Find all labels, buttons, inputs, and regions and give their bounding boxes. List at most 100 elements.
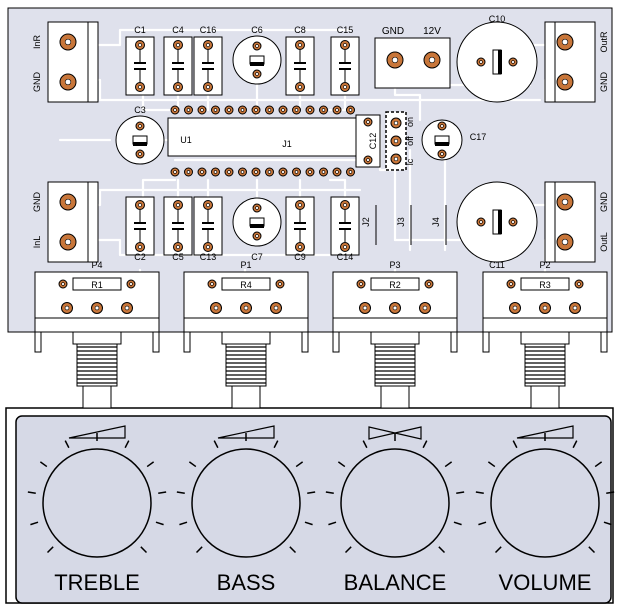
knob-tick <box>362 440 368 449</box>
pad-hole <box>561 238 569 246</box>
connector-pin-label: InL <box>32 236 42 249</box>
pot-thread <box>76 343 118 387</box>
pot-leg <box>332 331 340 353</box>
switch-label: off <box>405 136 415 146</box>
capacitor-label: C5 <box>172 252 184 262</box>
pot-leg <box>183 331 191 353</box>
pad-hole <box>366 120 370 124</box>
bowtie-icon <box>368 426 422 440</box>
knob-tick <box>337 461 346 468</box>
pot-leg <box>34 331 42 353</box>
pad-hole <box>428 56 436 64</box>
pot-bushing <box>370 331 420 345</box>
knob-tick <box>27 491 36 495</box>
knob-tick <box>438 546 446 554</box>
pad-hole <box>298 245 302 249</box>
knob-tick <box>273 440 279 449</box>
knob-tick <box>124 440 130 449</box>
cap-negative-band <box>435 142 449 146</box>
pad-hole <box>138 203 142 207</box>
pad-hole <box>213 305 219 311</box>
knob-tick <box>325 491 334 495</box>
capacitor-label: C2 <box>134 252 146 262</box>
pad-hole <box>440 152 444 156</box>
resistor-body <box>370 277 420 291</box>
cap-negative-band <box>250 224 264 228</box>
pot-shaft <box>530 385 560 409</box>
pad-hole <box>186 108 191 112</box>
cap-negative-band <box>498 50 502 74</box>
pot-shaft <box>380 385 410 409</box>
cap-negative-band <box>133 142 147 146</box>
pot-thread <box>374 343 416 387</box>
pad-hole <box>138 85 142 89</box>
knob-tick <box>478 521 487 526</box>
pot-thread <box>524 343 566 387</box>
pad-hole <box>138 43 142 47</box>
pad-hole <box>298 85 302 89</box>
pot-leg <box>152 331 160 353</box>
knob-tick <box>304 521 313 526</box>
pad-hole <box>176 245 180 249</box>
connector-pin-label: OutL <box>599 232 609 252</box>
knob-label: TREBLE <box>54 570 140 595</box>
pad-hole <box>173 170 177 174</box>
ramp-icon <box>68 425 126 439</box>
pad-hole <box>254 108 258 112</box>
pot-shafts <box>72 331 570 409</box>
pad-hole <box>393 120 399 126</box>
knob-tick <box>603 521 612 526</box>
capacitor-label: C14 <box>337 252 354 262</box>
knob-tick <box>606 491 615 495</box>
connector-pin-label: OutR <box>599 31 609 53</box>
pad-hole <box>206 245 210 249</box>
knob-tick <box>140 546 148 554</box>
ic-u1-body <box>167 117 365 157</box>
pot-leg <box>450 331 458 353</box>
pad-hole <box>176 203 180 207</box>
pad-hole <box>255 44 259 48</box>
pad-hole <box>176 85 180 89</box>
pot-bushing <box>221 331 271 345</box>
pad-hole <box>392 305 398 311</box>
pad-hole <box>213 108 218 112</box>
pot-label: P3 <box>389 260 400 270</box>
pad-hole <box>479 220 483 224</box>
pad-hole <box>427 282 431 286</box>
pad-hole <box>321 170 326 174</box>
pot-leg <box>482 331 490 353</box>
knob-label: BASS <box>217 570 276 595</box>
capacitor-label: C10 <box>489 14 506 24</box>
pad-hole <box>240 170 245 174</box>
pad-hole <box>267 170 272 174</box>
capacitor-label: C9 <box>294 252 306 262</box>
capacitor-label: C12 <box>368 133 378 150</box>
pad-hole <box>393 156 399 162</box>
knob-label: BALANCE <box>344 570 447 595</box>
screw-terminal <box>544 181 596 263</box>
pad-hole <box>243 305 249 311</box>
pad-hole <box>321 108 326 112</box>
knob-tick <box>39 461 48 468</box>
pad-hole <box>440 124 444 128</box>
knob-tick <box>572 440 578 449</box>
capacitor-label: C1 <box>134 25 146 35</box>
pad-hole <box>362 305 368 311</box>
knob-tick <box>487 461 496 468</box>
pad-hole <box>294 170 299 174</box>
knob-tick <box>64 440 70 449</box>
knob-tick <box>179 521 188 526</box>
pad-hole <box>348 108 353 112</box>
pad-hole <box>176 43 180 47</box>
knob-tick <box>494 546 502 554</box>
knob-tick <box>588 546 596 554</box>
ramp-icon <box>217 425 275 439</box>
pad-hole <box>206 203 210 207</box>
pot-label: P2 <box>539 260 550 270</box>
resistor-body <box>520 277 570 291</box>
knob-tick <box>512 440 518 449</box>
knob-tick <box>475 491 484 495</box>
knob-tick <box>295 461 304 468</box>
